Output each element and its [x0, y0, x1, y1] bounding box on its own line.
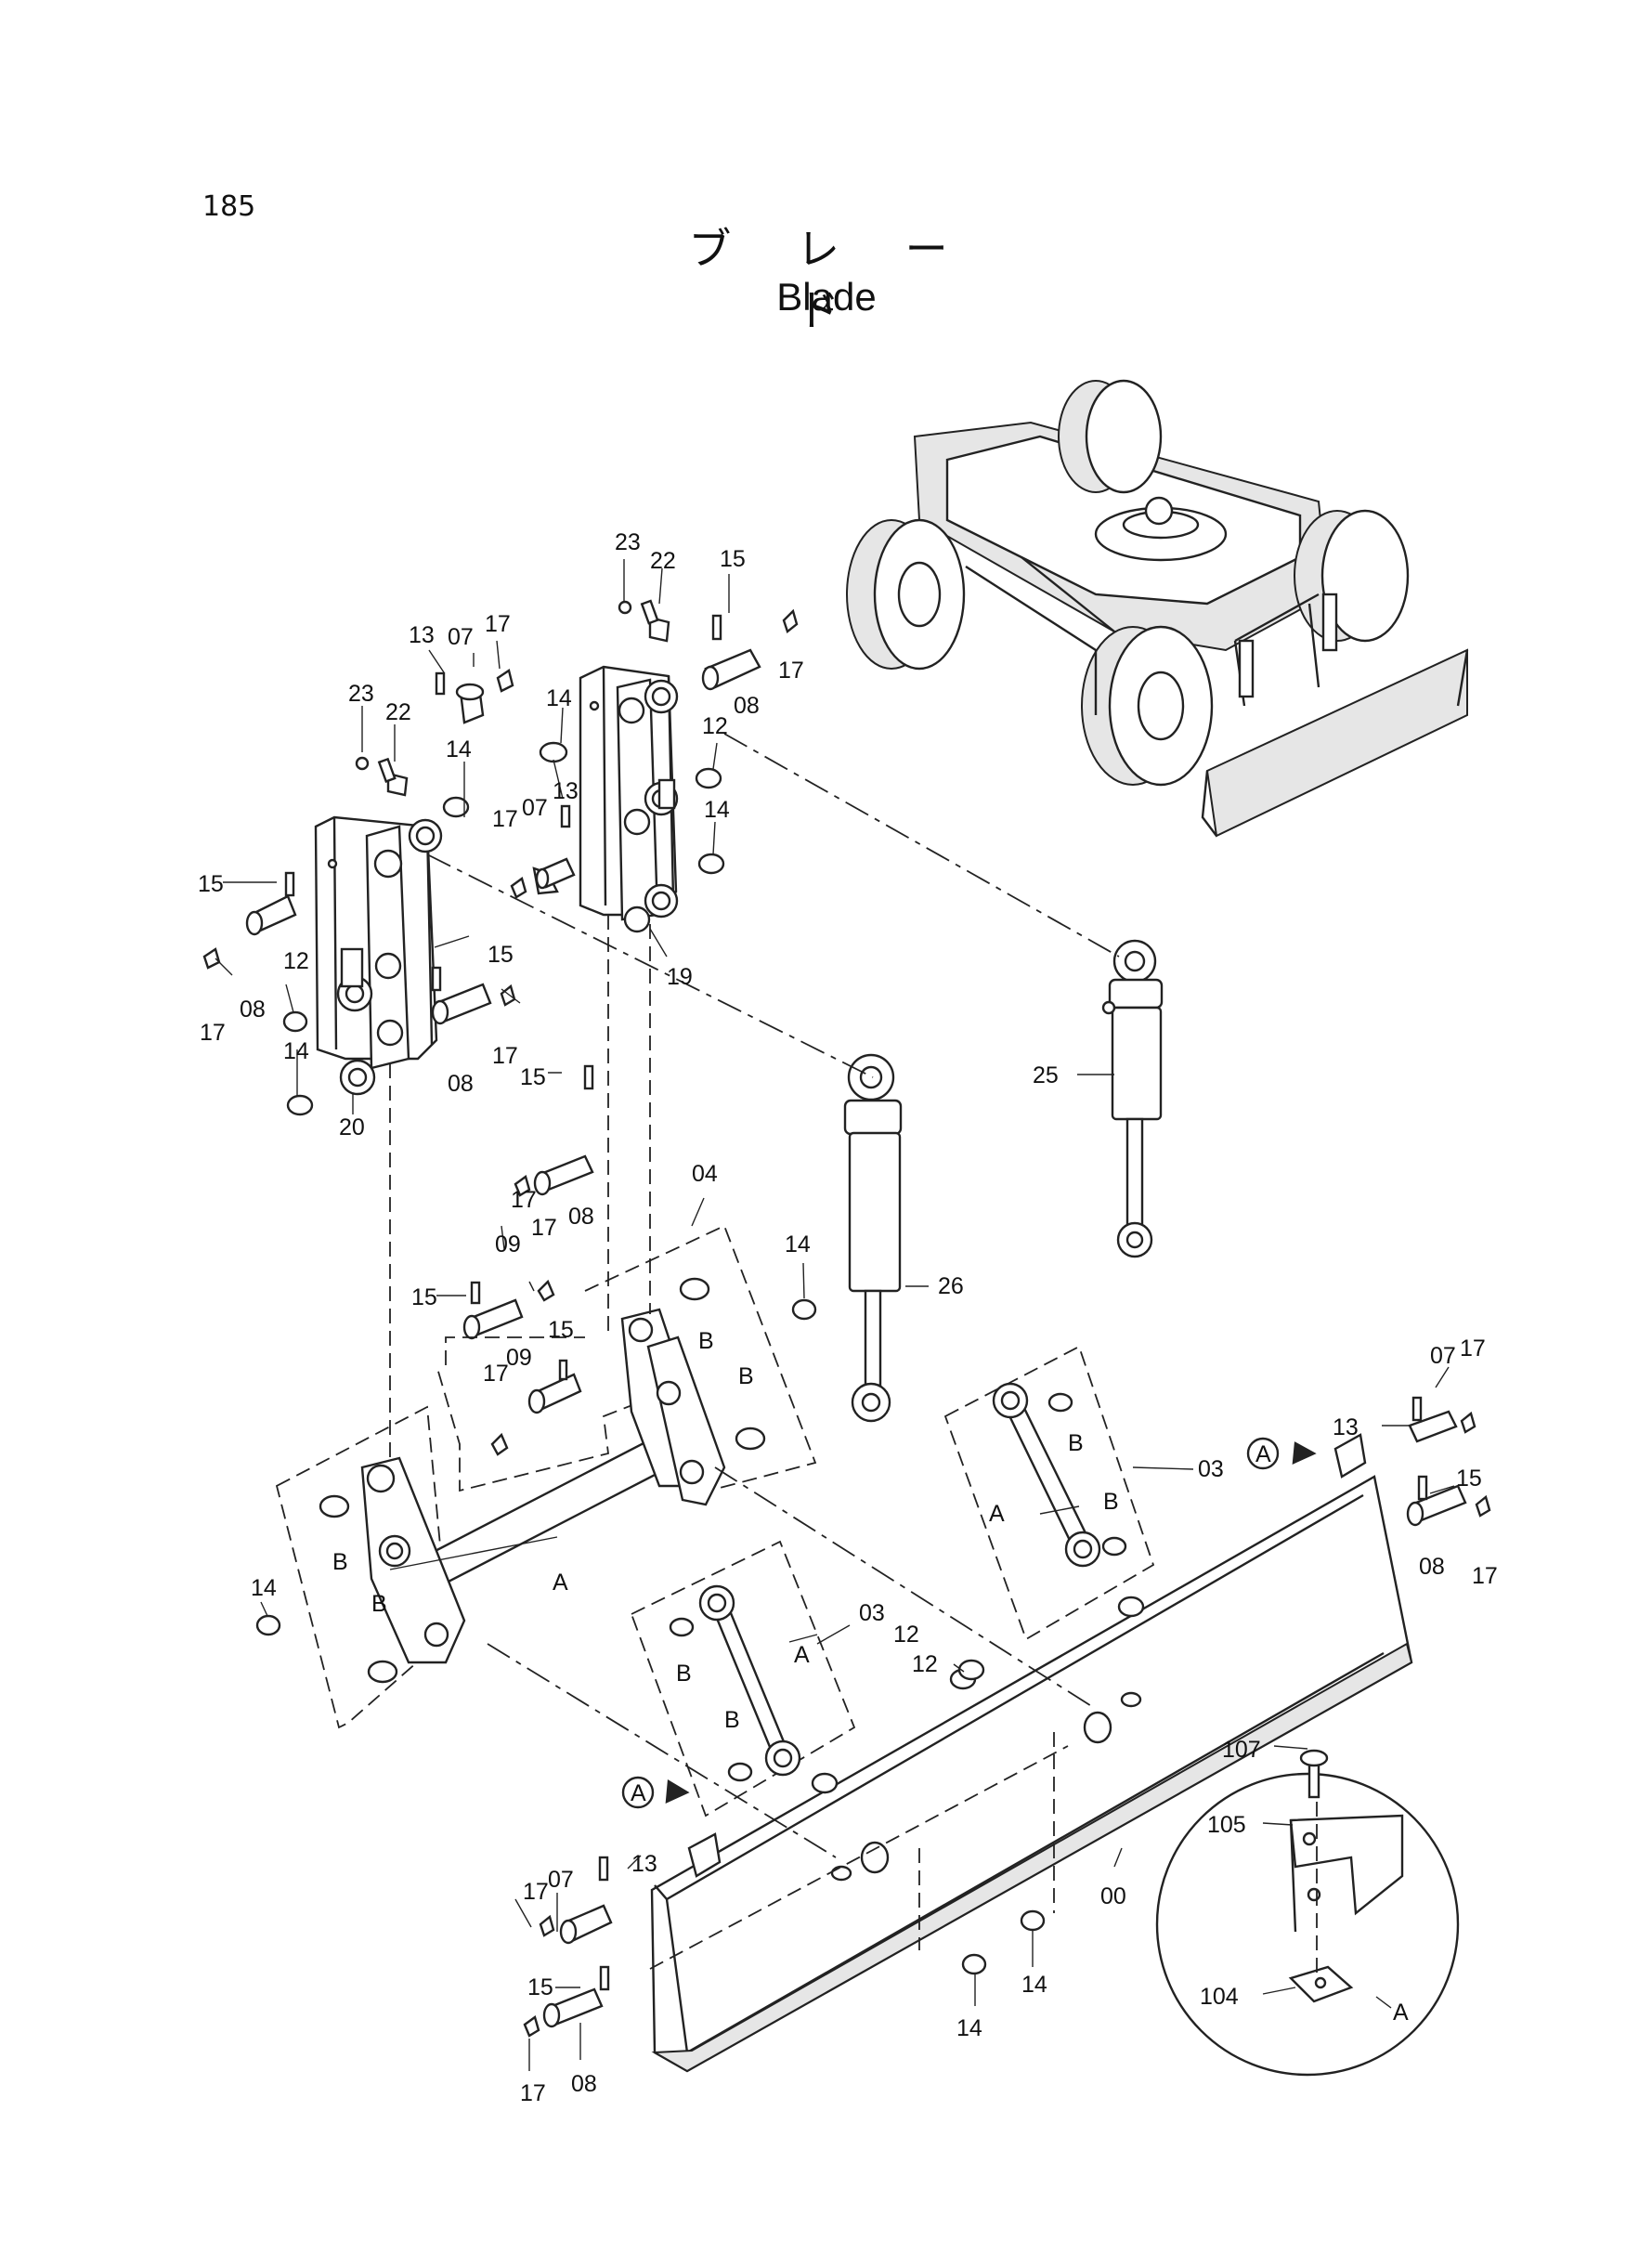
callout-17: 17: [1460, 1335, 1486, 1362]
callout-17: 17: [200, 1020, 226, 1046]
page-number: 185: [202, 190, 256, 223]
callout-17: 17: [492, 1043, 518, 1069]
callout-22: 22: [650, 548, 676, 574]
callout-105: 105: [1207, 1812, 1246, 1838]
callout-labels: 23 22 15 13 07 17 17 08 23 22 14 12 14 1…: [198, 529, 1498, 2106]
callout-b: B: [332, 1549, 348, 1575]
center-bracket-19: [579, 665, 679, 933]
callout-14: 14: [546, 685, 572, 711]
callout-08: 08: [1419, 1554, 1445, 1580]
callout-13: 13: [1333, 1414, 1359, 1440]
callout-17: 17: [778, 658, 804, 684]
callout-b: B: [1103, 1489, 1119, 1515]
blade-00: [650, 1433, 1413, 2073]
callout-15: 15: [527, 1974, 553, 2000]
callout-03: 03: [1198, 1456, 1224, 1482]
cylinder-26: [843, 1053, 903, 1423]
callout-19: 19: [667, 964, 693, 990]
callout-17: 17: [520, 2080, 546, 2106]
callout-13: 13: [553, 778, 579, 804]
callout-23: 23: [348, 681, 374, 707]
callout-25: 25: [1033, 1062, 1059, 1088]
callout-14: 14: [283, 1038, 309, 1064]
blade-end-hardware: [523, 1396, 1491, 2038]
callout-a: A: [553, 1570, 568, 1596]
callout-15: 15: [198, 871, 224, 897]
callout-15: 15: [720, 546, 746, 572]
callout-08: 08: [240, 997, 266, 1023]
callout-12: 12: [283, 948, 309, 974]
callout-07: 07: [1430, 1343, 1456, 1369]
detail-a-circle: [1155, 1749, 1460, 2077]
callout-09: 09: [506, 1345, 532, 1371]
callout-12: 12: [702, 713, 728, 739]
section-a-markers: [621, 1437, 1317, 1809]
callout-07: 07: [522, 795, 548, 821]
callout-14: 14: [446, 736, 472, 762]
callout-b: B: [724, 1707, 740, 1733]
callout-107: 107: [1222, 1737, 1261, 1763]
callout-a: A: [1255, 1441, 1271, 1467]
left-bracket-20: [314, 815, 443, 1096]
callout-14: 14: [956, 2015, 982, 2041]
callout-08: 08: [734, 693, 760, 719]
callout-23: 23: [615, 529, 641, 555]
callout-26: 26: [938, 1273, 964, 1299]
callout-a: A: [631, 1780, 646, 1806]
callout-15: 15: [548, 1317, 574, 1343]
cylinder-25: [1101, 939, 1164, 1258]
callout-a: A: [1393, 2000, 1409, 2026]
callout-03: 03: [859, 1600, 885, 1626]
callout-08: 08: [448, 1071, 474, 1097]
callout-08: 08: [568, 1204, 594, 1230]
title-japanese: ブ レ ー ド: [688, 224, 974, 335]
bracket-hardware: [202, 599, 799, 1456]
callout-14: 14: [1021, 1972, 1047, 1998]
title-english: Blade: [776, 275, 877, 319]
callout-15: 15: [488, 942, 514, 968]
callout-13: 13: [409, 622, 435, 648]
machine-overview-illustration: [846, 379, 1469, 838]
callout-12: 12: [893, 1622, 919, 1648]
callout-14: 14: [785, 1231, 811, 1257]
callout-07: 07: [448, 624, 474, 650]
callout-15: 15: [1456, 1466, 1482, 1492]
callout-17: 17: [511, 1187, 537, 1213]
callout-14: 14: [704, 797, 730, 823]
leader-lines: [215, 559, 1455, 2071]
callout-13: 13: [631, 1851, 657, 1877]
callout-17: 17: [1472, 1563, 1498, 1589]
callout-08: 08: [571, 2071, 597, 2097]
callout-a: A: [989, 1501, 1005, 1527]
callout-17: 17: [492, 806, 518, 832]
callout-22: 22: [385, 699, 411, 725]
callout-20: 20: [339, 1114, 365, 1140]
callout-17: 17: [485, 611, 511, 637]
callout-a: A: [794, 1642, 810, 1668]
callout-b: B: [676, 1661, 692, 1687]
assembly-centerlines: [389, 733, 1120, 1970]
callout-104: 104: [1200, 1984, 1239, 2010]
frame-04: [255, 1224, 817, 1729]
callout-14: 14: [251, 1575, 277, 1601]
callout-12: 12: [912, 1651, 938, 1677]
callout-17: 17: [531, 1215, 557, 1241]
callout-15: 15: [520, 1064, 546, 1090]
callout-15: 15: [411, 1284, 437, 1310]
callout-00: 00: [1100, 1883, 1126, 1909]
callout-17: 17: [483, 1361, 509, 1387]
callout-b: B: [1068, 1430, 1084, 1456]
link-03-right: [943, 1345, 1155, 1641]
callout-b: B: [371, 1591, 387, 1617]
callout-07: 07: [548, 1867, 574, 1893]
link-03-left: [630, 1540, 856, 1818]
callout-04: 04: [692, 1161, 718, 1187]
callout-b: B: [698, 1328, 714, 1354]
callout-b: B: [738, 1363, 754, 1389]
callout-09: 09: [495, 1231, 521, 1257]
callout-17: 17: [523, 1879, 549, 1905]
